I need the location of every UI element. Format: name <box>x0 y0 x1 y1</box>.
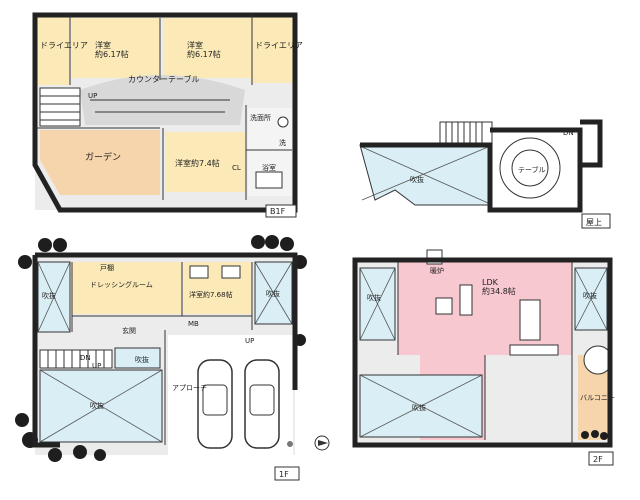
b1f-washroom-label: 洗面所 <box>250 113 271 122</box>
f1-void-stair-label: 吹抜 <box>135 355 149 364</box>
f1-western-room-label: 洋室約7.68帖 <box>189 290 233 299</box>
b1f-tag-box <box>265 204 297 218</box>
f1-void-large-label: 吹抜 <box>90 401 104 410</box>
b1f-western-room-c-label: 洋室約7.4帖 <box>175 158 220 168</box>
counter-lines <box>90 99 230 113</box>
b1f-stair <box>39 87 81 127</box>
f2-void-large-label: 吹抜 <box>412 403 426 412</box>
b1f-bathroom-label: 浴室 <box>262 163 276 172</box>
rooftop-table-label: テーブル <box>518 165 546 174</box>
western-room-a <box>72 18 160 78</box>
f1-void-right-label: 吹抜 <box>266 289 280 298</box>
f1-tag-box <box>274 466 300 481</box>
dry-area-right <box>252 15 295 83</box>
f2-void-left-label: 吹抜 <box>367 293 381 302</box>
f1-dn-label: DN <box>80 354 91 362</box>
rooftop-table <box>511 149 549 187</box>
dry-area-left <box>35 15 70 85</box>
f2-outer-wall <box>352 257 613 448</box>
rooftop-tag-box <box>581 213 611 229</box>
rooftop-wall <box>360 127 583 213</box>
sofa-icon <box>459 284 473 316</box>
f1-stair <box>39 349 113 369</box>
car-right-icon <box>244 359 280 449</box>
f2-balcony-label: バルコニー <box>580 394 615 402</box>
rooftop-void-label: 吹抜 <box>410 175 424 184</box>
north-arrow-icon <box>314 435 330 451</box>
bathtub <box>255 171 283 189</box>
f1-up-label: UP <box>92 362 101 370</box>
kitchen-counter-icon <box>509 344 559 356</box>
western-room-c <box>165 132 245 192</box>
b1f-toilet-label: 洗 <box>279 138 286 147</box>
f1-entrance-label: 玄関 <box>122 326 136 335</box>
f1-outer-wall <box>32 252 298 448</box>
rooftop-dn-label: DN <box>563 129 574 137</box>
tree-icons <box>15 235 307 462</box>
f2-void-right-label: 吹抜 <box>583 291 597 300</box>
rooftop-tag: 屋上 <box>586 218 602 227</box>
b1f-garden-label: ガーデン <box>85 151 121 163</box>
b1f-dry-area-right-label: ドライエリア <box>255 41 303 50</box>
b1f-dry-area-left-label: ドライエリア <box>40 41 88 50</box>
f2-inner-walls <box>397 262 573 445</box>
sofa-table-icon <box>435 297 453 315</box>
b1f-up-label: UP <box>88 92 97 100</box>
f1-shoe-closet-label: 戸棚 <box>100 263 114 272</box>
rooftop-plan: 吹抜 テーブル DN 屋上 <box>359 119 611 229</box>
f1-mb-label: MB <box>188 320 199 328</box>
b1f-inner-walls <box>35 15 292 200</box>
dining-table-icon <box>519 299 541 341</box>
b1f-western-room-b-label: 洋室約6.17帖 <box>187 40 221 59</box>
rooftop-stair-wall <box>580 119 603 168</box>
f1-up-right-label: UP <box>245 337 254 345</box>
f1-dressing-room <box>72 262 182 314</box>
b1f-tag: B1F <box>270 207 286 216</box>
rooftop-stair <box>439 121 493 145</box>
f1-dressing-room-label: ドレッシングルーム <box>90 280 153 289</box>
f1-plan: 吹抜 吹抜 吹抜 吹抜 戸棚 ドレッシングルーム 洋室約7.68帖 玄関 MB … <box>15 235 330 481</box>
f2-fireplace-label: 暖炉 <box>430 266 444 275</box>
b1f-counter-label: カウンターテーブル <box>128 74 200 84</box>
toilet-icon <box>277 116 289 128</box>
f1-tag: 1F <box>279 470 289 479</box>
b1f-western-room-a-label: 洋室約6.17帖 <box>95 40 129 59</box>
car-left-icon <box>197 359 233 449</box>
f1-approach-label: アプローチ <box>172 384 207 392</box>
f2-tag: 2F <box>593 455 603 464</box>
f1-inner-walls <box>71 262 253 445</box>
f2-tag-box <box>588 451 614 466</box>
garden <box>40 130 160 195</box>
western-room-b <box>163 18 251 78</box>
b1f-closet-label: CL <box>232 164 241 172</box>
b1f-plan: ドライエリア ドライエリア 洋室約6.17帖 洋室約6.17帖 カウンターテーブ… <box>32 12 303 218</box>
f1-void-stair <box>114 347 161 369</box>
f1-void-left-label: 吹抜 <box>42 291 56 300</box>
f2-plant-icons <box>581 430 608 440</box>
